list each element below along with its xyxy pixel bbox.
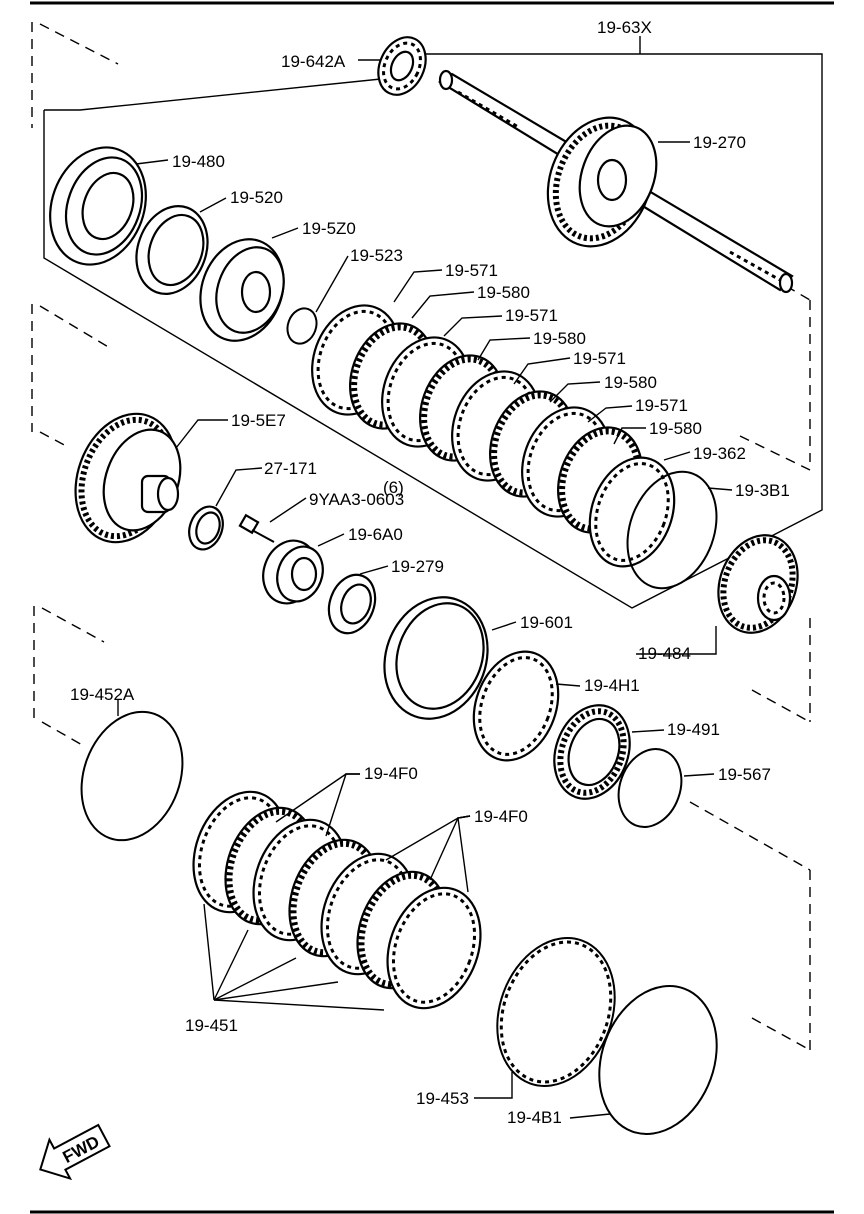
label-qty-6: (6) <box>383 478 404 497</box>
part-19-270-drum <box>546 116 658 248</box>
part-19-4B1-snap-ring <box>598 985 718 1135</box>
part-9YAA3-0603-bolt <box>238 513 275 543</box>
label-19-5Z0: 19-5Z0 <box>302 219 356 238</box>
label-19-571-d: 19-571 <box>635 396 688 415</box>
label-9YAA3-0603: 9YAA3-0603 <box>309 490 404 509</box>
label-19-567: 19-567 <box>718 765 771 784</box>
part-19-480 <box>49 146 147 266</box>
label-19-5E7: 19-5E7 <box>231 411 286 430</box>
label-19-453: 19-453 <box>416 1089 469 1108</box>
part-19-601-drum <box>383 596 489 720</box>
label-19-571-c: 19-571 <box>573 349 626 368</box>
label-19-491: 19-491 <box>667 720 720 739</box>
label-19-642A: 19-642A <box>281 52 346 71</box>
label-19-4H1: 19-4H1 <box>584 676 640 695</box>
part-19-453 <box>496 937 616 1087</box>
label-19-580-c: 19-580 <box>604 373 657 392</box>
part-19-6A0 <box>262 539 324 605</box>
part-19-520 <box>135 205 209 295</box>
part-19-567-snap-ring <box>617 748 683 828</box>
part-19-484-gear <box>717 534 799 634</box>
label-19-362: 19-362 <box>693 444 746 463</box>
label-19-451: 19-451 <box>185 1016 238 1035</box>
label-19-4F0-a: 19-4F0 <box>364 764 418 783</box>
part-19-4H1 <box>472 650 560 762</box>
label-19-63X: 19-63X <box>597 18 652 37</box>
label-19-270: 19-270 <box>693 133 746 152</box>
part-19-279 <box>327 573 377 635</box>
part-19-452A-ring <box>80 710 184 842</box>
part-27-171-ring <box>188 505 224 551</box>
label-19-480: 19-480 <box>172 152 225 171</box>
leader-lines <box>117 36 733 1119</box>
label-27-171: 27-171 <box>264 459 317 478</box>
fwd-arrow: FWD <box>39 1123 111 1181</box>
part-labels: 19-63X 19-642A 19-270 19-480 19-520 19-5… <box>70 18 790 1127</box>
part-19-642A-bearing <box>377 36 427 96</box>
label-19-520: 19-520 <box>230 188 283 207</box>
label-19-4B1: 19-4B1 <box>507 1108 562 1127</box>
label-19-3B1: 19-3B1 <box>735 481 790 500</box>
dashed-guides <box>31 22 811 1051</box>
part-19-491 <box>553 704 631 800</box>
label-19-601: 19-601 <box>520 613 573 632</box>
label-19-452A: 19-452A <box>70 685 135 704</box>
part-19-3B1-snap-ring <box>626 470 718 590</box>
label-19-571-b: 19-571 <box>505 306 558 325</box>
label-19-279: 19-279 <box>391 557 444 576</box>
label-19-571-a: 19-571 <box>445 261 498 280</box>
lower-clutch-plates-stack <box>192 790 482 1010</box>
label-19-580-b: 19-580 <box>533 329 586 348</box>
label-19-523: 19-523 <box>350 246 403 265</box>
part-19-5Z0 <box>199 238 285 342</box>
label-19-484: 19-484 <box>638 644 691 663</box>
label-19-580-a: 19-580 <box>477 283 530 302</box>
clutch-plates-stack <box>311 304 676 568</box>
label-19-4F0-b: 19-4F0 <box>474 807 528 826</box>
label-19-580-d: 19-580 <box>649 419 702 438</box>
part-19-5E7-gear <box>74 412 182 544</box>
part-19-523-snap-ring <box>286 307 318 345</box>
group-outline-upper <box>43 53 823 609</box>
label-19-6A0: 19-6A0 <box>348 525 403 544</box>
